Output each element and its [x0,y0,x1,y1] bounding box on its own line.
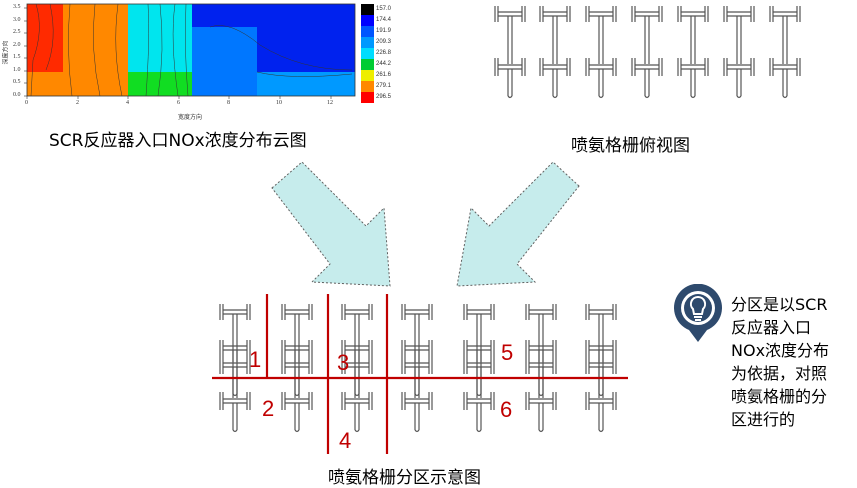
top-view-caption: 喷氨格栅俯视图 [571,136,690,156]
note-line: 区进行的 [731,410,796,429]
zone-diagram-caption: 喷氨格栅分区示意图 [328,468,481,488]
y-tick: 0.0 [13,92,21,98]
note-line: 为依据，对照 [731,364,828,383]
y-tick: 2.0 [13,42,21,48]
colorbar-tick: 296.5 [376,94,392,100]
y-tick: 3.0 [13,17,21,23]
colorbar-tick: 191.9 [376,28,392,34]
colorbar-tick: 174.4 [376,17,392,23]
y-axis-label: 深度方向 [2,40,10,65]
y-tick: 2.5 [13,29,21,35]
y-tick: 3.5 [13,4,21,10]
nox-heatmap [24,3,374,103]
grid-zone-diagram [212,294,628,454]
colorbar-tick: 279.1 [376,83,392,89]
x-tick: 10 [276,100,282,106]
zone-label-1: 1 [249,347,262,372]
y-tick: 1.0 [13,67,21,73]
colorbar-tick: 157.0 [376,6,392,12]
y-tick: 0.5 [13,79,21,85]
zone-label-2: 2 [262,396,275,421]
colorbar [361,4,374,103]
arrow-left [271,161,391,287]
arrow-right [456,161,580,287]
x-tick: 2 [76,100,79,106]
note-text: 分区是以SCR 反应器入口 NOx浓度分布 为依据，对照 喷氨格栅的分 区进行的 [731,293,829,431]
lightbulb-icon [674,284,722,342]
zone-label-4: 4 [339,428,352,453]
zone-label-3: 3 [337,350,350,375]
y-tick: 1.5 [13,54,21,60]
zone-label-6: 6 [500,397,513,422]
note-line: 分区是以SCR [731,295,828,314]
x-tick: 6 [177,100,180,106]
x-tick: 4 [126,100,129,106]
x-axis-label: 宽度方向 [178,114,203,121]
colorbar-tick: 209.3 [376,39,392,45]
x-tick: 12 [327,100,333,106]
note-line: 喷氨格栅的分 [731,387,828,406]
note-line: 反应器入口 [731,318,812,337]
zone-label-5: 5 [501,340,514,365]
note-line: NOx浓度分布 [731,341,830,360]
colorbar-tick: 244.2 [376,61,392,67]
colorbar-tick: 226.8 [376,50,392,56]
x-tick: 0 [25,100,28,106]
colorbar-tick: 261.6 [376,72,392,78]
grid-top-view [494,5,801,99]
heatmap-caption: SCR反应器入口NOx浓度分布云图 [49,131,307,151]
x-tick: 8 [227,100,230,106]
